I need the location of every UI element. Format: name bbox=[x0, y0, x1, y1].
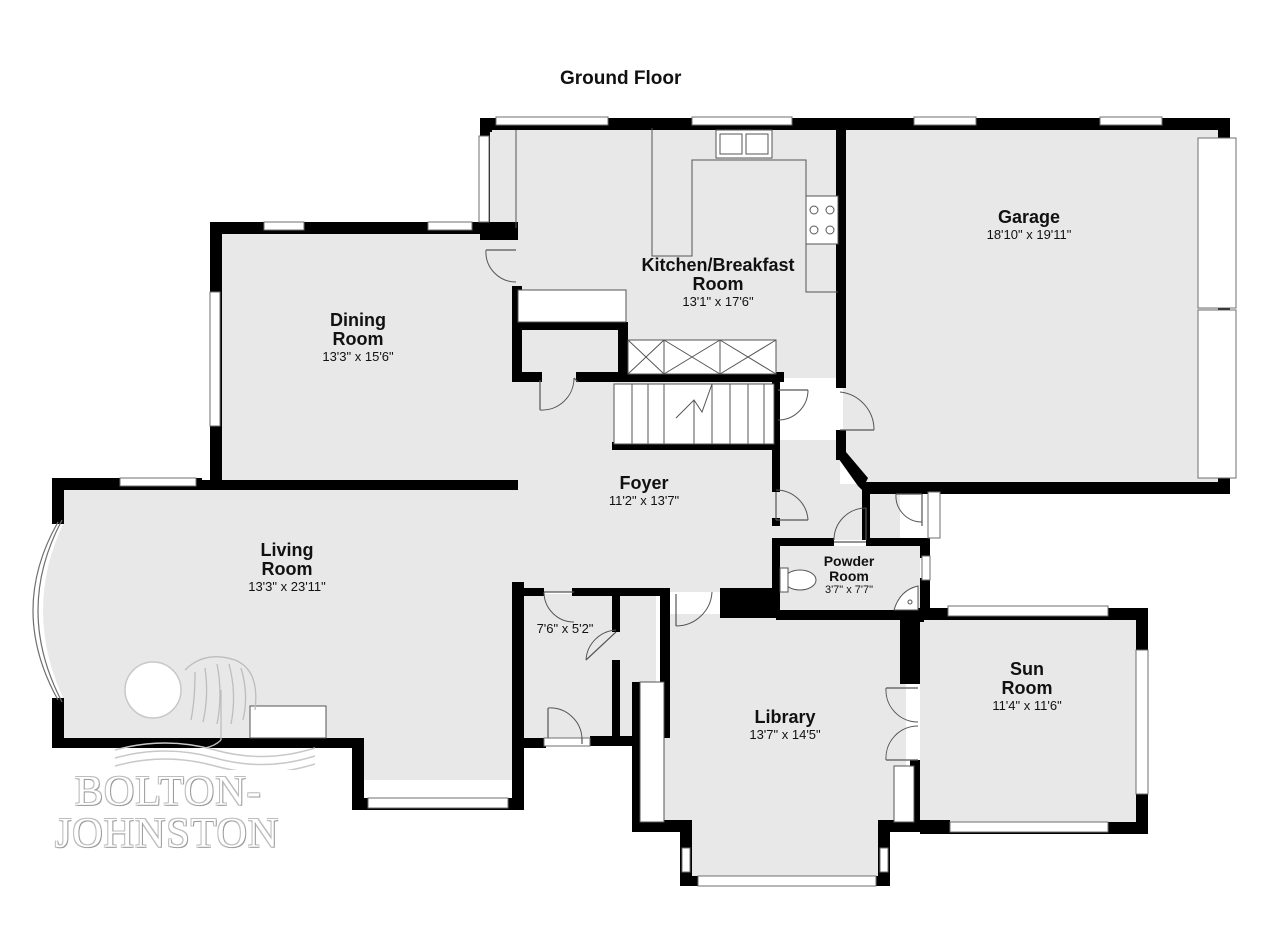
room-dimensions: 7'6" x 5'2" bbox=[536, 621, 594, 636]
dining-floor bbox=[220, 232, 516, 482]
room-label-powder: Powder Room 3'7" x 7'7" bbox=[824, 554, 875, 597]
stove-icon bbox=[805, 195, 839, 245]
room-label-library: Library 13'7" x 14'5" bbox=[749, 707, 821, 743]
room-name: Room bbox=[261, 559, 313, 579]
room-dimensions: 13'3" x 23'11" bbox=[248, 579, 326, 594]
room-dimensions: 11'4" x 11'6" bbox=[992, 698, 1062, 713]
kitchen-floor bbox=[490, 128, 840, 378]
room-dimensions: 18'10" x 19'11" bbox=[986, 227, 1072, 242]
powder-fixtures bbox=[779, 567, 919, 611]
logo-text-line1: BOLTON- bbox=[75, 769, 262, 815]
living-floor bbox=[64, 490, 516, 780]
room-name: Sun bbox=[1010, 659, 1044, 679]
room-dimensions: 13'7" x 14'5" bbox=[749, 727, 821, 742]
room-label-dining: Dining Room 13'3" x 15'6" bbox=[322, 310, 394, 365]
library-floor bbox=[660, 614, 906, 878]
room-name: Garage bbox=[997, 207, 1061, 227]
room-name: Living bbox=[260, 540, 314, 560]
doors bbox=[485, 249, 923, 761]
room-name: Kitchen/Breakfast bbox=[641, 255, 795, 275]
room-label-living: Living Room 13'3" x 23'11" bbox=[248, 540, 326, 595]
living-bay-floor bbox=[43, 522, 64, 700]
sun-room-floor bbox=[920, 620, 1142, 822]
room-name: Foyer bbox=[619, 473, 669, 493]
kitchen-fixtures bbox=[515, 128, 839, 323]
room-dimensions: 13'3" x 15'6" bbox=[322, 349, 394, 364]
room-dimensions: 13'1" x 17'6" bbox=[682, 294, 754, 309]
room-name: Dining bbox=[329, 310, 386, 330]
room-name: Library bbox=[754, 707, 816, 727]
room-name: Room bbox=[829, 568, 869, 584]
room-name: Powder bbox=[823, 553, 875, 569]
room-label-garage: Garage 18'10" x 19'11" bbox=[986, 207, 1072, 243]
stairs bbox=[613, 339, 777, 445]
room-dimensions: 11'2" x 13'7" bbox=[608, 493, 680, 508]
floor-fills bbox=[43, 128, 1222, 878]
room-label-closet: 7'6" x 5'2" bbox=[537, 621, 594, 636]
living-built-in bbox=[249, 681, 915, 823]
corner-sink-icon bbox=[893, 585, 919, 611]
room-label-sun: Sun Room 11'4" x 11'6" bbox=[992, 659, 1062, 714]
brand-logo: BOLTON- JOHNSTON bbox=[45, 650, 315, 865]
garage-floor bbox=[843, 128, 1222, 484]
living-bay-window bbox=[32, 519, 63, 703]
room-name: Room bbox=[1001, 678, 1053, 698]
room-dimensions: 3'7" x 7'7" bbox=[824, 584, 874, 596]
floor-title: Ground Floor bbox=[560, 68, 682, 89]
windows bbox=[119, 116, 1237, 887]
room-label-foyer: Foyer 11'2" x 13'7" bbox=[608, 473, 680, 509]
room-name: Room bbox=[332, 329, 384, 349]
toilet-icon bbox=[783, 569, 817, 591]
room-label-kitchen: Kitchen/Breakfast Room 13'1" x 17'6" bbox=[641, 255, 795, 310]
willow-tree-icon bbox=[114, 656, 315, 770]
logo-text-line2: JOHNSTON bbox=[55, 811, 280, 857]
room-name: Room bbox=[692, 274, 744, 294]
